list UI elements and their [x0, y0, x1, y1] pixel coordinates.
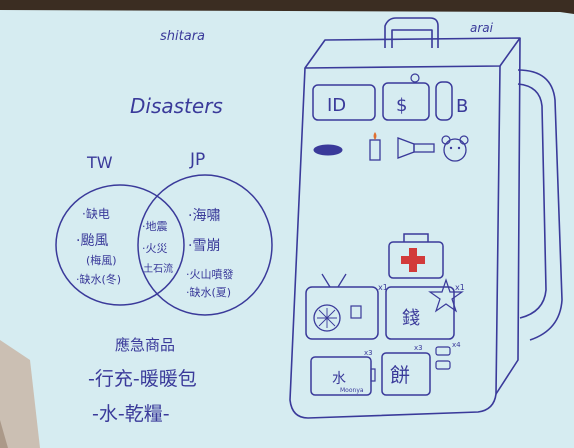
venn-left-item: ·缺电 [82, 206, 110, 221]
backpack-body [289, 65, 501, 419]
venn-right-list: ·海嘯 ·雪崩 ·火山噴發 ·缺水(夏) [186, 208, 234, 299]
venn-left-label: TW [86, 153, 113, 172]
venn-circle-tw [55, 184, 185, 306]
pocket-money: $ [382, 73, 430, 121]
notes-line-2: -水-乾糧- [92, 403, 170, 425]
venn-left-item: ·颱風 [76, 233, 108, 249]
gift-char: 錢 [402, 308, 420, 329]
gift-qty: x1 [455, 283, 465, 292]
backpack-drawing [289, 17, 563, 419]
left-name: shitara [160, 29, 205, 44]
venn-center-list: ·地震 ·火災 ·土石流 [140, 220, 173, 275]
backpack-side [495, 37, 521, 395]
venn-title: Disasters [130, 94, 223, 118]
bear-icon [441, 135, 469, 162]
candle-icon [369, 132, 381, 161]
misc-qty: x4 [452, 341, 461, 349]
venn-right-label: JP [189, 150, 205, 170]
venn-center-item: ·土石流 [140, 262, 173, 275]
notes-title: 應急商品 [115, 336, 175, 354]
radio-icon [305, 273, 379, 340]
venn-left-item: ·缺水(冬) [76, 272, 121, 286]
pocket-pen-slot [435, 81, 453, 121]
right-name: arai [470, 21, 494, 35]
venn-center-item: ·火災 [142, 242, 168, 255]
venn-circle-jp [137, 174, 273, 316]
venn-center-item: ·地震 [142, 220, 168, 233]
venn-left-list: ·缺电 ·颱風 (梅風) ·缺水(冬) [76, 206, 121, 286]
water-bottle-icon [310, 356, 376, 396]
radio-qty: x1 [378, 283, 388, 292]
flashlight-icon [397, 137, 435, 159]
bread-icon [381, 352, 431, 396]
pocket-id-label: ID [327, 95, 346, 116]
backpack-strap [517, 69, 563, 341]
gift-pouch-icon [385, 278, 464, 340]
battery-icon [435, 346, 451, 370]
venn-left-item: (梅風) [86, 253, 117, 267]
water-sub: Moonya [340, 387, 364, 394]
first-aid-kit-icon [388, 233, 444, 279]
bread-qty: x3 [414, 344, 423, 352]
venn-right-item: ·雪崩 [188, 238, 220, 254]
pocket-money-label: $ [396, 95, 407, 116]
pocket-money-frame [382, 82, 430, 121]
venn-right-item: ·火山噴發 [186, 267, 234, 281]
notes-line-1: -行充-暖暖包 [88, 368, 197, 390]
pocket-id-frame [312, 84, 376, 121]
pocket-id: ID [312, 84, 376, 121]
venn-right-item: ·海嘯 [188, 208, 220, 224]
water-label: 水 [332, 371, 346, 387]
whistle-icon [313, 144, 343, 156]
hand-shadow [0, 340, 40, 448]
bread-char: 餅 [390, 363, 410, 387]
pocket-b-label: B [456, 96, 468, 117]
batt-qty: x3 [364, 349, 373, 357]
backpack-handle [384, 17, 439, 48]
backpack-strap-inner [517, 83, 547, 319]
venn-right-item: ·缺水(夏) [186, 285, 231, 299]
bow-icon [410, 73, 420, 83]
whiteboard-surface [0, 10, 574, 448]
